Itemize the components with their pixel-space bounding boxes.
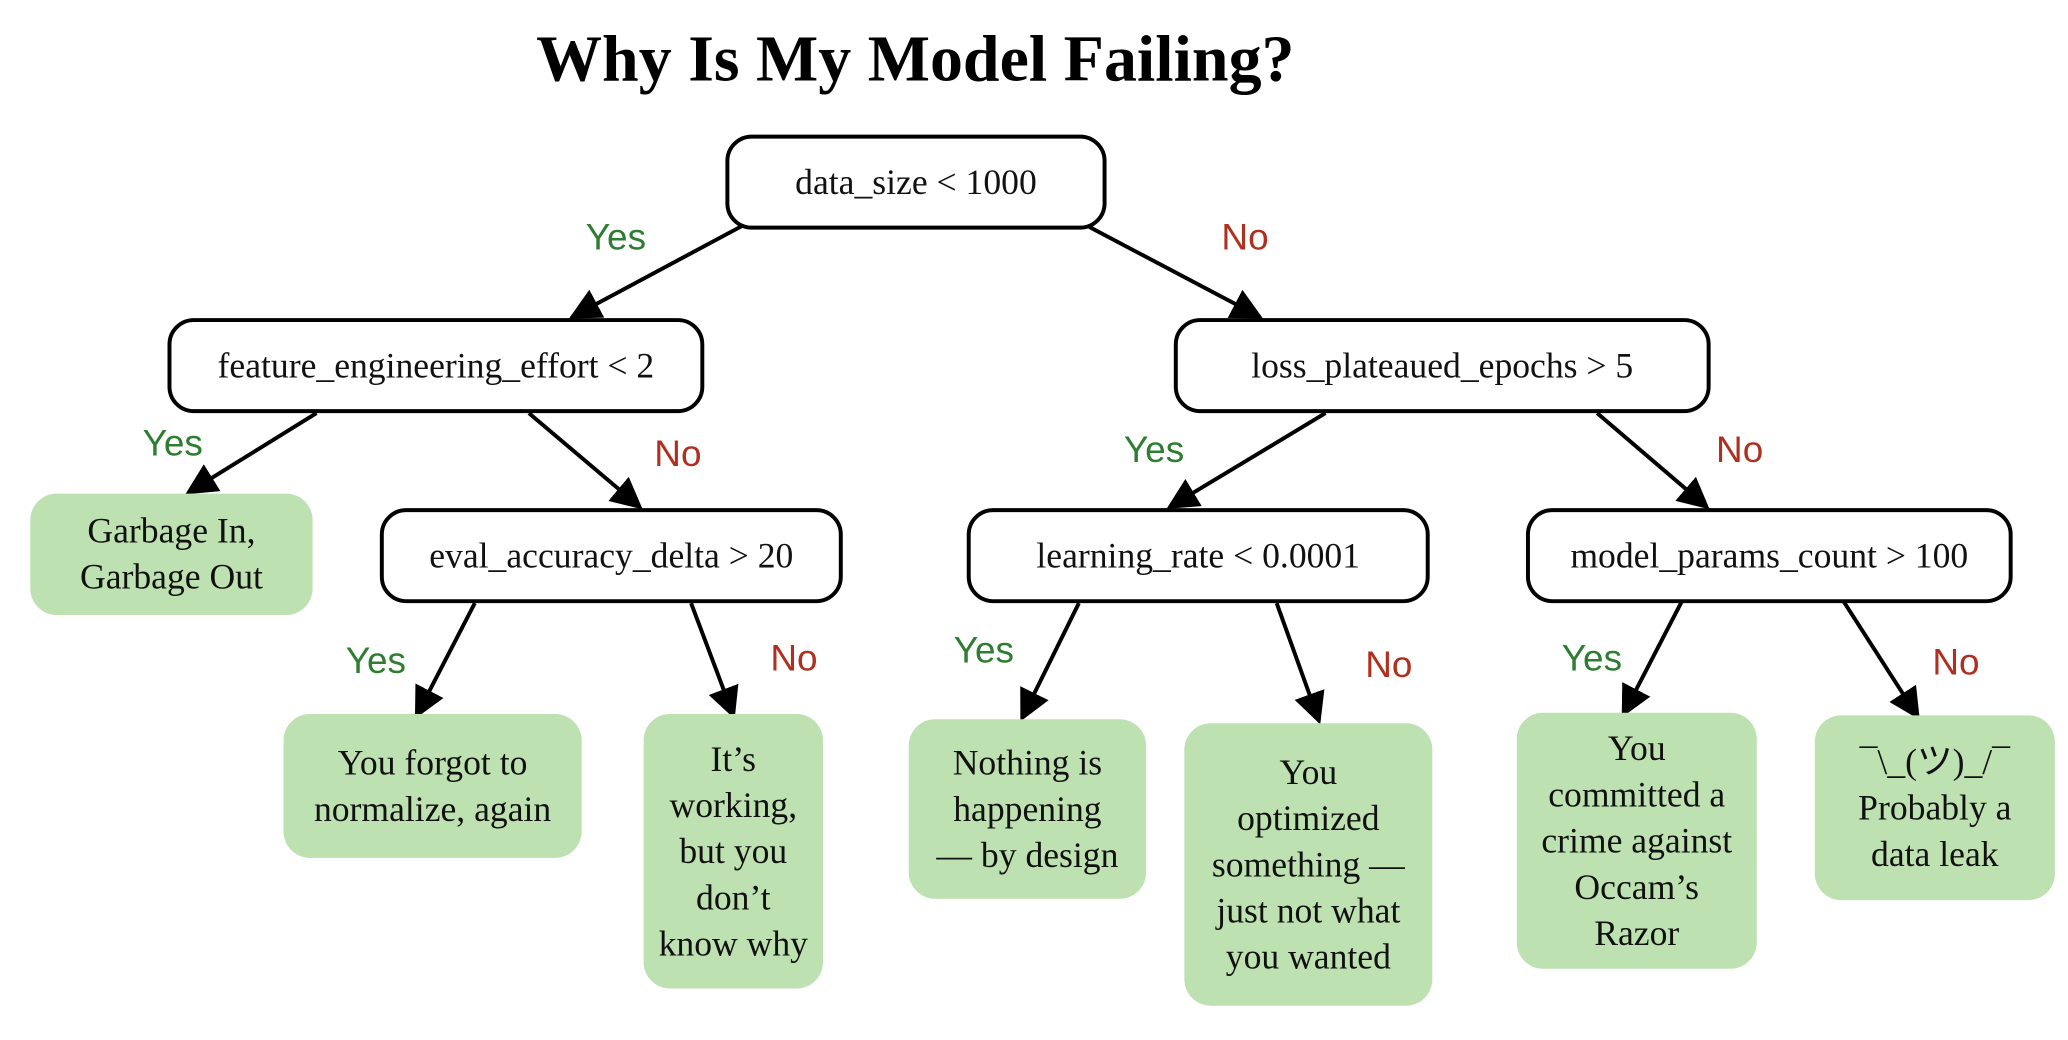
leaf-label: Nothing is happening — by design <box>936 742 1119 875</box>
edge-params-yes <box>1621 600 1684 718</box>
edge-right-yes <box>1166 411 1327 509</box>
edge-right-no <box>1595 411 1710 510</box>
edge-label-yes: Yes <box>1123 428 1185 470</box>
leaf-occams-razor: You committed a crime against Occam’s Ra… <box>1516 712 1757 969</box>
node-label: data_size < 1000 <box>795 161 1037 202</box>
leaf-forgot-to-normalize: You forgot to normalize, again <box>283 714 582 858</box>
edge-label-no: No <box>1365 644 1413 685</box>
edge-eval-yes <box>414 602 477 719</box>
node-loss-plateaued-epochs: loss_plateaued_epochs > 5 <box>1173 318 1711 414</box>
leaf-label: You forgot to normalize, again <box>313 742 552 829</box>
edge-label-yes: Yes <box>1561 637 1623 679</box>
edge-label-yes: Yes <box>953 629 1015 671</box>
node-feature-engineering-effort: feature_engineering_effort < 2 <box>167 318 705 414</box>
edge-left-yes <box>185 411 318 495</box>
node-label: loss_plateaued_epochs > 5 <box>1251 345 1634 385</box>
edge-label-yes: Yes <box>585 216 647 258</box>
diagram-title: Why Is My Model Failing? <box>536 21 1295 96</box>
edge-label-yes: Yes <box>345 640 407 682</box>
node-label: model_params_count > 100 <box>1570 535 1969 575</box>
node-label: learning_rate < 0.0001 <box>1036 535 1361 575</box>
leaf-label: You committed a crime against Occam’s Ra… <box>1541 727 1733 953</box>
node-label: feature_engineering_effort < 2 <box>217 345 655 385</box>
edge-params-no <box>1842 600 1920 720</box>
leaf-data-leak: ¯\_(ツ)_/¯ Probably a data leak <box>1814 715 2055 901</box>
edge-lr-yes <box>1020 602 1081 722</box>
edge-root-yes <box>568 223 744 319</box>
leaf-nothing-happening: Nothing is happening — by design <box>908 719 1147 899</box>
node-eval-accuracy-delta: eval_accuracy_delta > 20 <box>379 508 843 604</box>
edge-label-no: No <box>1932 641 1980 683</box>
edge-lr-no <box>1274 602 1325 725</box>
leaf-working-dont-know-why: It’s working, but you don’t know why <box>643 714 823 989</box>
edge-label-no: No <box>1716 428 1764 470</box>
leaf-label: You optimized something — just not what … <box>1211 751 1405 976</box>
leaf-label: Garbage In, Garbage Out <box>79 510 263 597</box>
edge-eval-no <box>689 602 739 720</box>
leaf-optimized-something: You optimized something — just not what … <box>1184 723 1433 1006</box>
edge-label-no: No <box>1221 216 1269 258</box>
edge-label-no: No <box>770 637 818 679</box>
node-data-size: data_size < 1000 <box>725 134 1107 230</box>
edge-label-no: No <box>654 432 702 474</box>
node-learning-rate: learning_rate < 0.0001 <box>966 508 1430 604</box>
edge-left-no <box>527 411 643 510</box>
node-label: eval_accuracy_delta > 20 <box>429 535 794 575</box>
leaf-garbage-in-garbage-out: Garbage In, Garbage Out <box>30 493 313 616</box>
leaf-label: It’s working, but you don’t know why <box>658 738 808 963</box>
edge-label-yes: Yes <box>142 422 203 464</box>
edge-root-no <box>1088 225 1264 319</box>
node-model-params-count: model_params_count > 100 <box>1525 508 2013 604</box>
leaf-label: ¯\_(ツ)_/¯ Probably a data leak <box>1858 741 2012 874</box>
